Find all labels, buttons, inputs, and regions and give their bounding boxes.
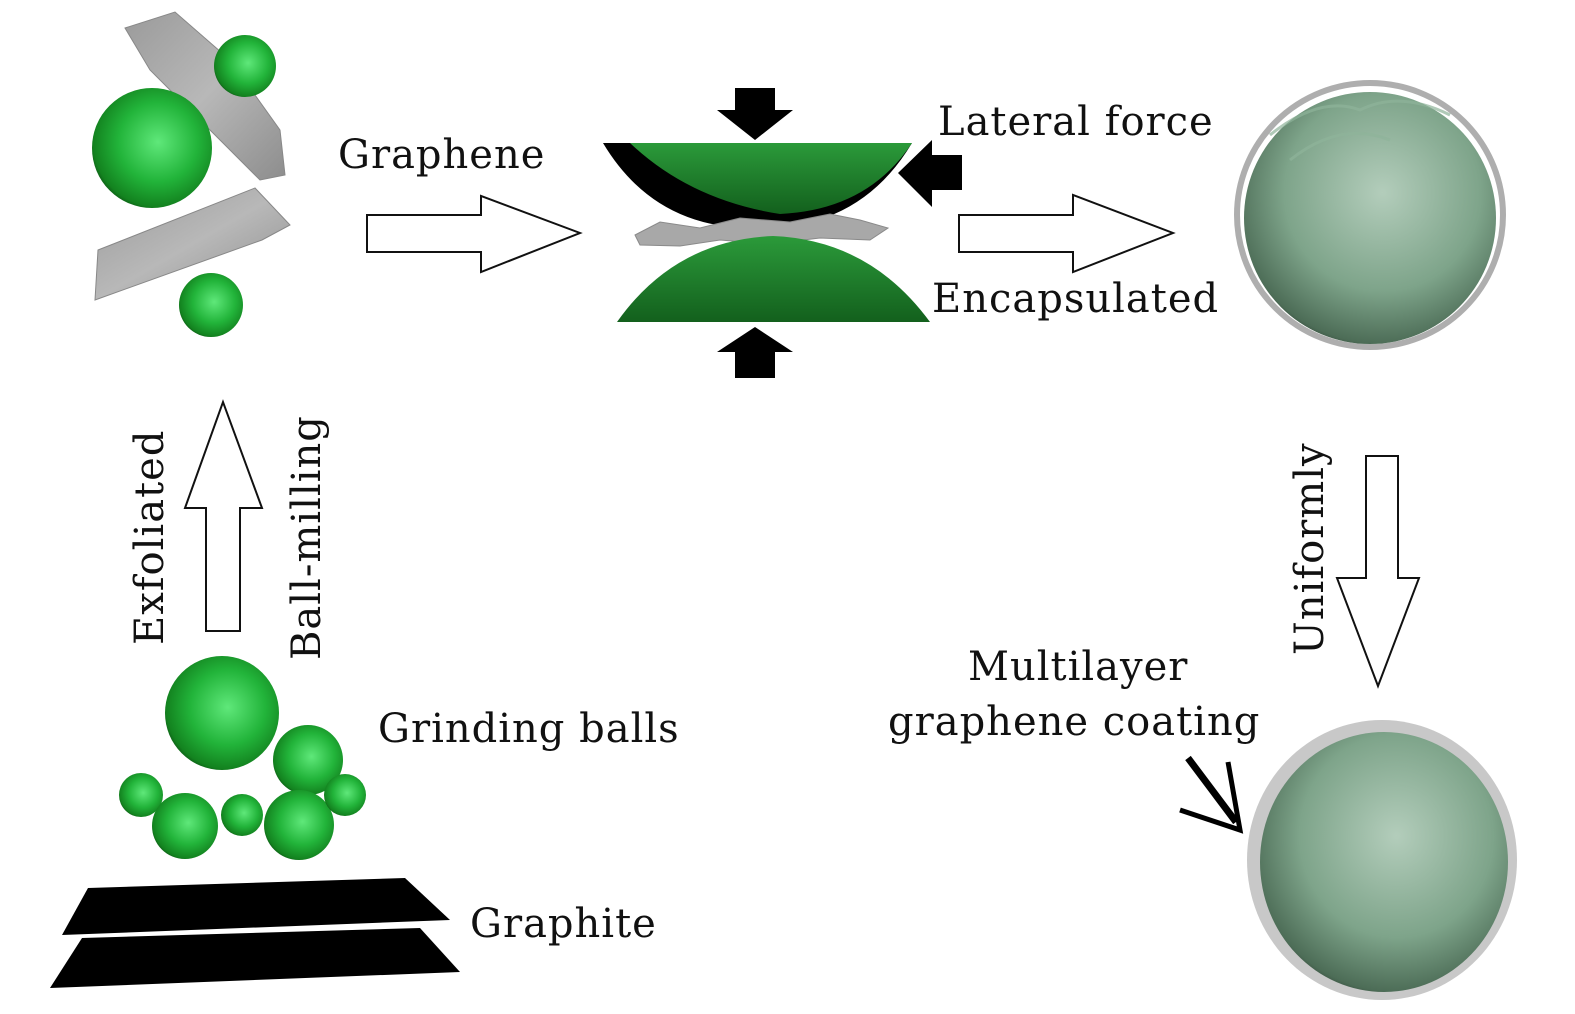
- coating-wrinkles: [1269, 99, 1451, 162]
- lateral-force-arrow-icon: [898, 140, 962, 207]
- right-arrow-icon: [958, 193, 1176, 274]
- wrinkled-coating: [1234, 80, 1506, 350]
- graphite-sheet-upper: [62, 878, 450, 935]
- multilayer-label-line2: graphene coating: [888, 699, 1260, 745]
- exfoliated-label: Exfoliated: [127, 430, 173, 645]
- lateral-force-label: Lateral force: [938, 99, 1214, 145]
- graphene-sheet-upper: [124, 11, 286, 181]
- grinding-ball: [92, 88, 212, 208]
- grinding-ball: [179, 273, 243, 337]
- up-force-arrow-icon: [717, 327, 793, 378]
- graphene-sheet-lower: [94, 187, 291, 301]
- grinding-ball: [214, 35, 276, 97]
- grinding-ball: [264, 790, 334, 860]
- down-arrow-icon: [1335, 455, 1421, 689]
- pointer-arrow-icon: [1179, 755, 1244, 834]
- compression-group: [603, 88, 962, 378]
- exfoliated-graphene-group: [92, 11, 291, 337]
- down-force-arrow-icon: [717, 88, 793, 140]
- right-arrow-icon: [366, 194, 583, 274]
- encapsulated-label: Encapsulated: [932, 276, 1219, 322]
- lower-hemisphere: [617, 236, 930, 322]
- graphene-label: Graphene: [338, 132, 545, 178]
- core-sphere: [1244, 92, 1496, 344]
- coated-sphere: [1247, 720, 1517, 1000]
- grinding-ball: [165, 656, 279, 770]
- grinding-ball: [221, 794, 263, 836]
- graphite-layers: [50, 878, 460, 988]
- grinding-balls-label: Grinding balls: [378, 706, 680, 752]
- grinding-ball: [324, 774, 366, 816]
- grinding-ball: [119, 773, 163, 817]
- grinding-ball: [152, 793, 218, 859]
- multilayer-label-line1: Multilayer: [968, 644, 1188, 690]
- encapsulated-sphere: [1234, 80, 1506, 350]
- graphite-sheet-lower: [50, 928, 460, 988]
- up-arrow-icon: [183, 399, 264, 632]
- graphene-flake: [634, 213, 890, 247]
- uniformly-label: Uniformly: [1287, 442, 1333, 655]
- graphite-label: Graphite: [470, 901, 657, 947]
- upper-hemisphere-face: [630, 143, 912, 214]
- core-sphere: [1260, 732, 1508, 992]
- grinding-ball: [273, 725, 343, 795]
- grinding-balls-group: [119, 656, 366, 860]
- ball-milling-label: Ball-milling: [284, 415, 330, 660]
